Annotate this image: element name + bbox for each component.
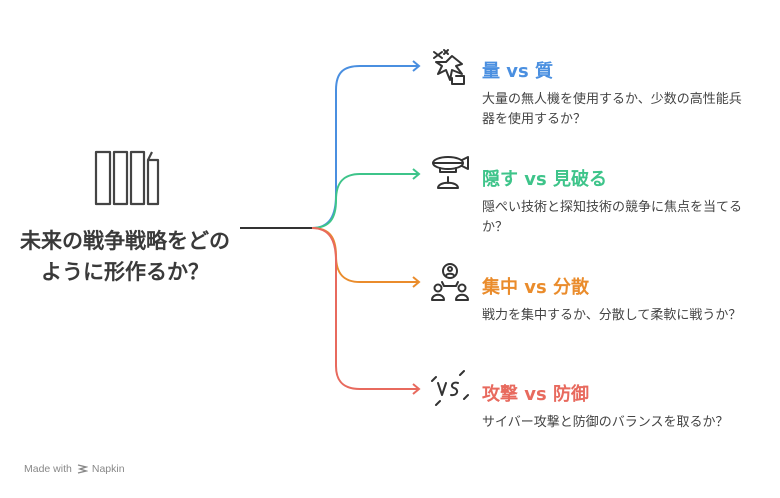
footer-credit[interactable]: Made with Napkin <box>24 463 125 475</box>
footer-brand: Napkin <box>91 463 125 475</box>
branch-desc-attack-defense: サイバー攻撃と防御のバランスを取るか？ <box>482 415 729 430</box>
drone-swarm-icon <box>433 49 465 85</box>
central-title: 未来の戦争戦略をどのように形作るか？ <box>20 229 230 284</box>
branch-desc-hide-detect: 隠ぺい技術と探知技術の競争に焦点を当てるか？ <box>482 200 743 235</box>
blimp-radar-icon <box>432 156 469 189</box>
footer-label: Made with <box>24 463 72 475</box>
branch-title-attack-defense: 攻撃 vs 防御 <box>482 384 589 405</box>
versus-icon <box>431 370 469 406</box>
branch-desc-quantity-quality: 大量の無人機を使用するか、少数の高性能兵器を使用するか？ <box>482 92 742 127</box>
napkin-logo-icon <box>77 464 88 474</box>
team-icon <box>431 263 469 301</box>
branch-title-hide-detect: 隠す vs 見破る <box>482 169 607 190</box>
branch-title-quantity-quality: 量 vs 質 <box>482 61 553 82</box>
branch-desc-focus-spread: 戦力を集中するか、分散して柔軟に戦うか？ <box>482 308 742 323</box>
branch-title-focus-spread: 集中 vs 分散 <box>482 277 589 298</box>
pillars-icon <box>94 150 160 206</box>
